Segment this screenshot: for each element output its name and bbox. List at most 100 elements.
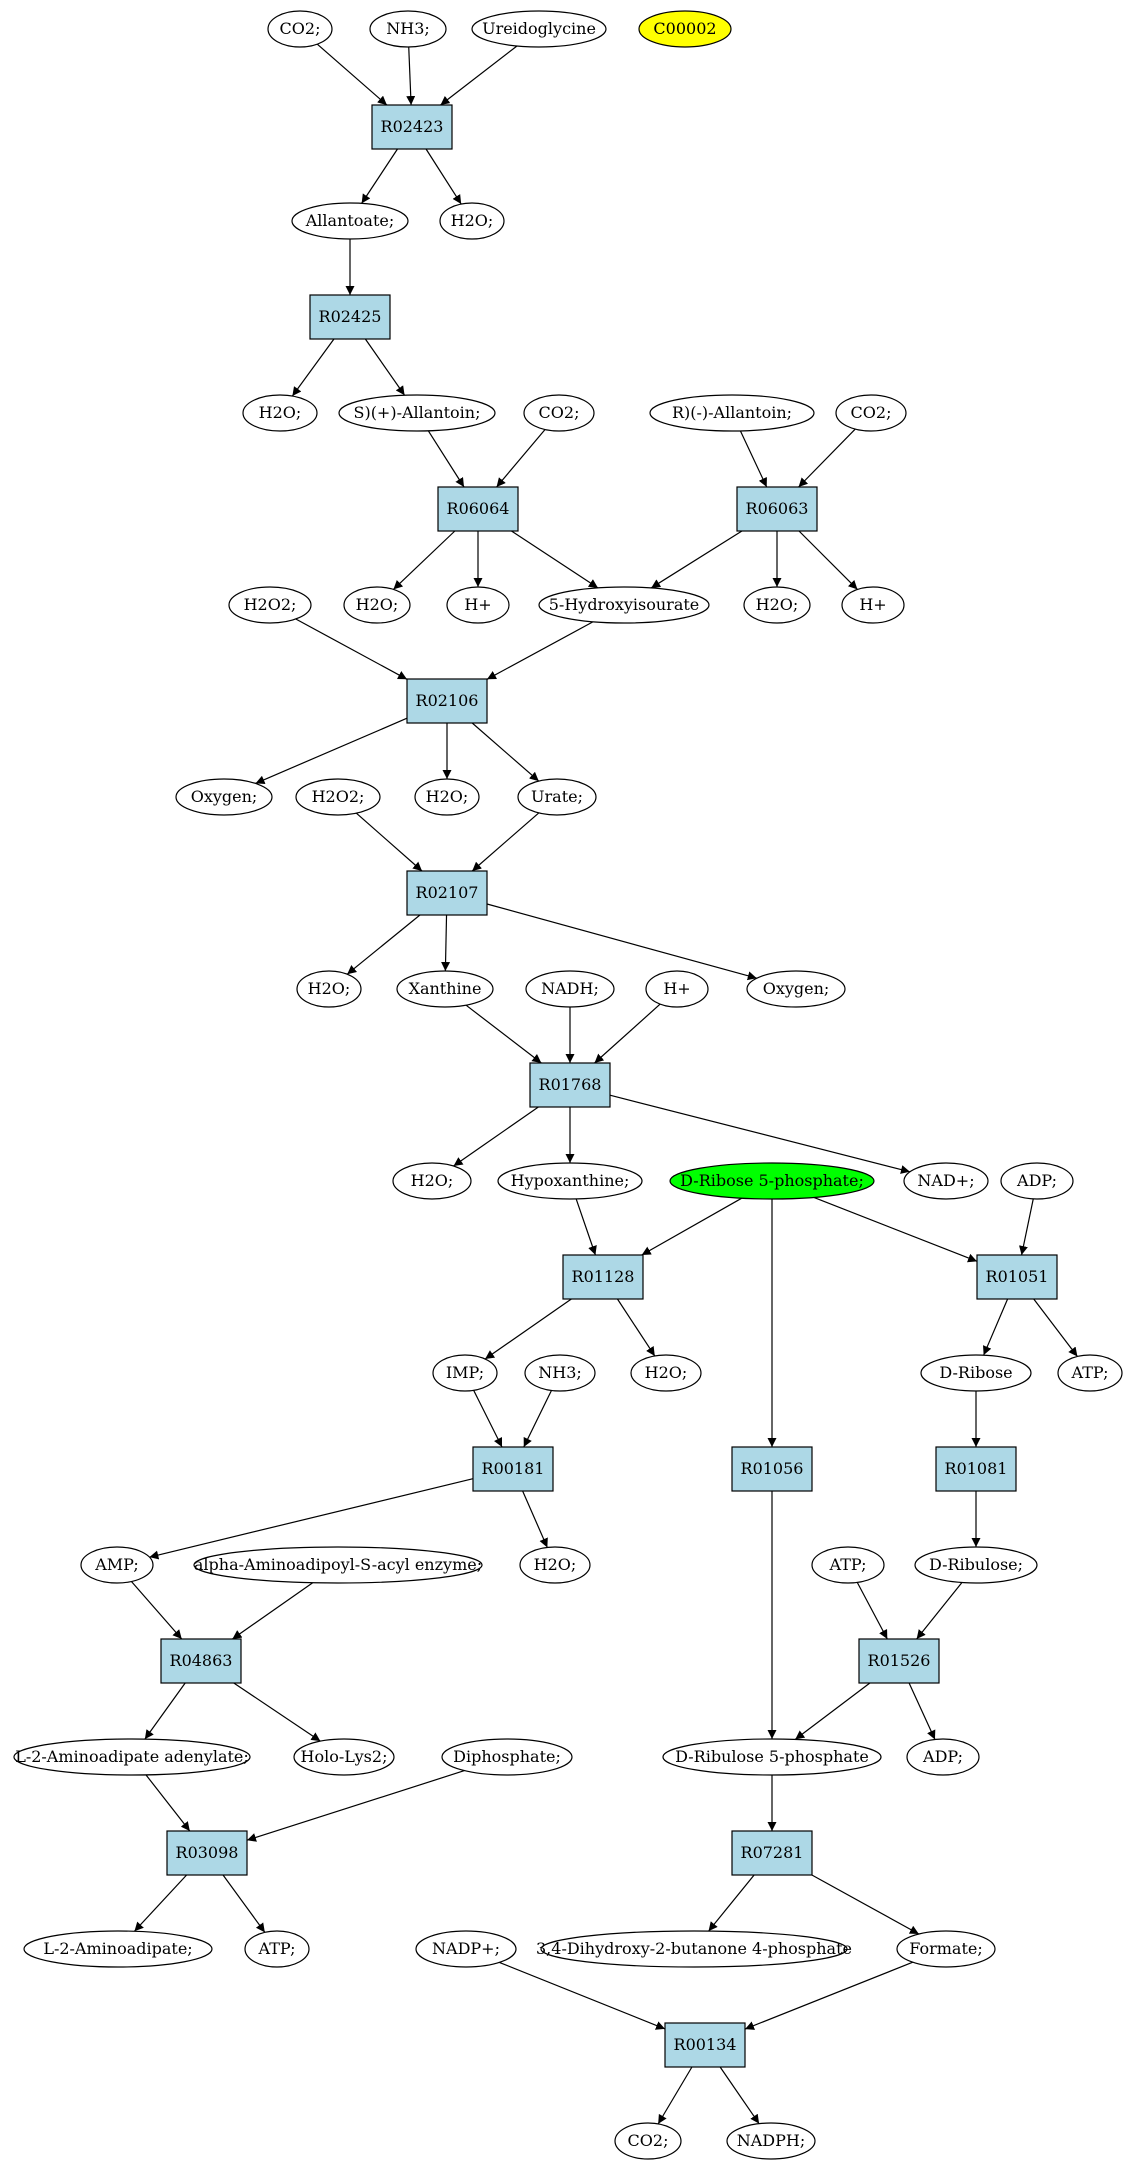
reaction-node-r06063[interactable]: R06063 <box>736 486 818 532</box>
ureidoglycine-label: Ureidoglycine <box>482 19 596 38</box>
s_allantoin-label: S)(+)-Allantoin; <box>353 403 480 422</box>
compound-node-atp_b[interactable]: ATP; <box>811 1546 885 1584</box>
reaction-node-r01526[interactable]: R01526 <box>858 1638 940 1684</box>
r02106-shape <box>406 678 488 724</box>
compound-node-adp_b[interactable]: ADP; <box>906 1738 980 1776</box>
reaction-node-r04863[interactable]: R04863 <box>160 1638 242 1684</box>
formate-label: Formate; <box>909 1939 983 1958</box>
compound-node-h2o_i[interactable]: H2O; <box>519 1546 591 1584</box>
co2_b-shape <box>523 394 595 432</box>
edge-co2_a-to-r02423 <box>316 43 388 106</box>
compound-node-holo_lys2[interactable]: Holo-Lys2; <box>293 1738 395 1776</box>
adp_a-label: ADP; <box>1016 1171 1057 1190</box>
co2_a-label: CO2; <box>280 19 321 38</box>
h2o_a-label: H2O; <box>451 211 494 230</box>
compound-node-h2o2_b[interactable]: H2O2; <box>295 778 381 816</box>
reaction-node-r00134[interactable]: R00134 <box>664 2022 746 2068</box>
ribulose5p-label: D-Ribulose 5-phosphate <box>675 1747 869 1766</box>
compound-node-c00002[interactable]: C00002 <box>638 10 732 48</box>
compound-node-xanthine[interactable]: Xanthine <box>396 970 494 1008</box>
formate-shape <box>896 1930 996 1968</box>
allantoate-shape <box>291 202 409 240</box>
compound-node-h2o_g[interactable]: H2O; <box>392 1162 472 1200</box>
reaction-node-r02106[interactable]: R02106 <box>406 678 488 724</box>
compound-node-hydroxyisourate[interactable]: 5-Hydroxyisourate <box>538 586 710 624</box>
nh3_a-label: NH3; <box>386 19 430 38</box>
hydroxyisourate-shape <box>538 586 710 624</box>
reaction-node-r07281[interactable]: R07281 <box>731 1830 813 1876</box>
compound-node-nh3_b[interactable]: NH3; <box>524 1354 596 1392</box>
compound-node-hplus_c[interactable]: H+ <box>645 970 709 1008</box>
compound-node-formate[interactable]: Formate; <box>896 1930 996 1968</box>
compound-node-imp[interactable]: IMP; <box>432 1354 498 1392</box>
compound-node-nadplus[interactable]: NAD+; <box>903 1162 989 1200</box>
compound-node-h2o_e[interactable]: H2O; <box>414 778 480 816</box>
compound-node-nadpplus[interactable]: NADP+; <box>415 1930 517 1968</box>
reaction-node-r02425[interactable]: R02425 <box>309 294 391 340</box>
compound-node-h2o2_a[interactable]: H2O2; <box>228 586 312 624</box>
compound-node-ribose5p[interactable]: D-Ribose 5-phosphate; <box>669 1162 875 1200</box>
compound-node-hplus_a[interactable]: H+ <box>446 586 510 624</box>
compound-node-hypoxanthine[interactable]: Hypoxanthine; <box>497 1162 643 1200</box>
compound-node-h2o_c[interactable]: H2O; <box>343 586 411 624</box>
reaction-node-r01056[interactable]: R01056 <box>731 1446 813 1492</box>
compound-node-ureidoglycine[interactable]: Ureidoglycine <box>471 10 607 48</box>
compound-node-adp_a[interactable]: ADP; <box>1000 1162 1074 1200</box>
edge-r00181-to-amp <box>149 1478 474 1560</box>
compound-node-allantoate[interactable]: Allantoate; <box>291 202 409 240</box>
reaction-node-r01081[interactable]: R01081 <box>935 1446 1017 1492</box>
compound-node-s_allantoin[interactable]: S)(+)-Allantoin; <box>338 394 496 432</box>
reaction-node-r06064[interactable]: R06064 <box>437 486 519 532</box>
compound-node-oxygen_b[interactable]: Oxygen; <box>746 970 846 1008</box>
compound-node-h2o_b[interactable]: H2O; <box>242 394 318 432</box>
compound-node-l2_aminoadipate[interactable]: L-2-Aminoadipate; <box>23 1930 213 1968</box>
reaction-node-r02423[interactable]: R02423 <box>371 104 453 150</box>
compound-node-dribulose[interactable]: D-Ribulose; <box>914 1546 1038 1584</box>
compound-node-atp_c[interactable]: ATP; <box>244 1930 310 1968</box>
amp-label: AMP; <box>94 1555 139 1574</box>
ribose5p-shape <box>669 1162 875 1200</box>
compound-node-h2o_h[interactable]: H2O; <box>630 1354 702 1392</box>
edge-hypoxanthine-to-r01128 <box>575 1198 597 1256</box>
compound-node-dribose[interactable]: D-Ribose <box>920 1354 1032 1392</box>
ureidoglycine-shape <box>471 10 607 48</box>
r00134-shape <box>664 2022 746 2068</box>
compound-node-dihydroxybutanone[interactable]: 3,4-Dihydroxy-2-butanone 4-phosphate <box>536 1930 852 1968</box>
r02425-shape <box>309 294 391 340</box>
h2o_f-label: H2O; <box>308 979 351 998</box>
reaction-node-r02107[interactable]: R02107 <box>406 870 488 916</box>
compound-node-aminoadipoyl[interactable]: alpha-Aminoadipoyl-S-acyl enzyme; <box>193 1546 483 1584</box>
compound-node-atp_a[interactable]: ATP; <box>1057 1354 1123 1392</box>
compound-node-nadph[interactable]: NADPH; <box>726 2122 816 2160</box>
edge-r07281-to-dihydroxybutanone <box>708 1874 755 1932</box>
compound-node-l2_adenylate[interactable]: L-2-Aminoadipate adenylate; <box>13 1738 251 1776</box>
compound-node-h2o_a[interactable]: H2O; <box>439 202 505 240</box>
hypoxanthine-label: Hypoxanthine; <box>511 1171 630 1190</box>
h2o_h-label: H2O; <box>645 1363 688 1382</box>
reaction-node-r01768[interactable]: R01768 <box>529 1062 611 1108</box>
compound-node-nh3_a[interactable]: NH3; <box>369 10 447 48</box>
compound-node-nadh[interactable]: NADH; <box>525 970 615 1008</box>
edge-nadpplus-to-r00134 <box>499 1961 666 2030</box>
compound-node-oxygen_a[interactable]: Oxygen; <box>175 778 273 816</box>
compound-node-urate[interactable]: Urate; <box>517 778 597 816</box>
dihydroxybutanone-label: 3,4-Dihydroxy-2-butanone 4-phosphate <box>536 1939 852 1958</box>
compound-node-h2o_d[interactable]: H2O; <box>743 586 811 624</box>
compound-node-hplus_b[interactable]: H+ <box>841 586 905 624</box>
compound-node-amp[interactable]: AMP; <box>80 1546 154 1584</box>
compound-node-diphosphate[interactable]: Diphosphate; <box>441 1738 573 1776</box>
h2o_c-shape <box>343 586 411 624</box>
compound-node-co2_c[interactable]: CO2; <box>835 394 907 432</box>
reaction-node-r01128[interactable]: R01128 <box>562 1254 644 1300</box>
compound-node-h2o_f[interactable]: H2O; <box>296 970 362 1008</box>
compound-node-ribulose5p[interactable]: D-Ribulose 5-phosphate <box>662 1738 882 1776</box>
compound-node-co2_a[interactable]: CO2; <box>267 10 333 48</box>
reaction-node-r03098[interactable]: R03098 <box>166 1830 248 1876</box>
compound-node-r_allantoin[interactable]: R)(-)-Allantoin; <box>649 394 815 432</box>
compound-node-co2_b[interactable]: CO2; <box>523 394 595 432</box>
co2_c-shape <box>835 394 907 432</box>
reaction-node-r00181[interactable]: R00181 <box>472 1446 554 1492</box>
reaction-node-r01051[interactable]: R01051 <box>976 1254 1058 1300</box>
compound-node-co2_d[interactable]: CO2; <box>614 2122 682 2160</box>
edge-nh3_b-to-r00181 <box>523 1390 552 1448</box>
